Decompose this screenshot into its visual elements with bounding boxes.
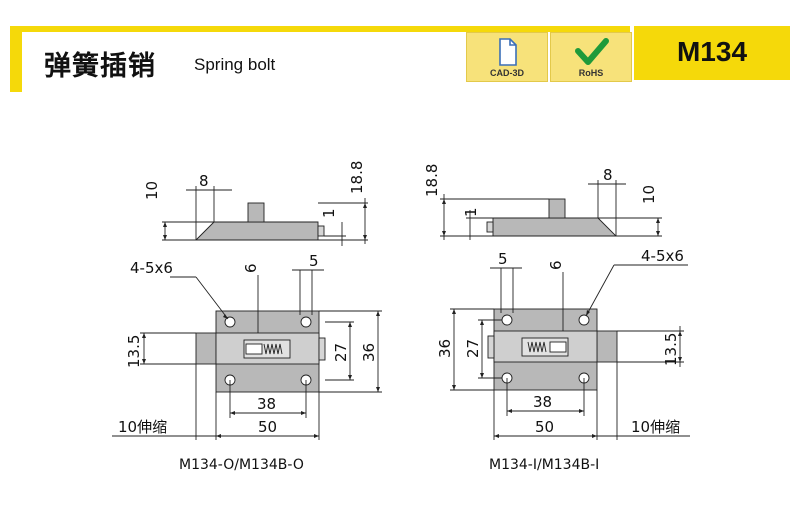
cad-3d-badge[interactable]: CAD-3D — [466, 32, 548, 82]
model-number: M134 — [676, 36, 748, 67]
right-dim-stroke: 10伸缩 — [631, 418, 680, 436]
left-dim-hole-offset: 6 — [242, 263, 260, 273]
left-dim-side-plate: 1 — [320, 208, 338, 218]
product-title: 弹簧插销 — [44, 51, 156, 82]
header-accent-bar — [10, 26, 22, 92]
right-dim-hole-offset: 6 — [547, 260, 565, 270]
right-side-view — [440, 180, 662, 240]
left-dim-bolt-height: 13.5 — [125, 335, 143, 368]
right-dim-side-total: 18.8 — [423, 164, 441, 197]
right-dim-side-height: 10 — [640, 185, 658, 204]
left-dim-outer-height: 36 — [360, 343, 378, 362]
right-dim-inner-height: 27 — [464, 339, 482, 358]
left-dim-width: 50 — [258, 418, 277, 436]
left-dim-stroke: 10伸缩 — [118, 418, 167, 436]
right-top-view — [450, 264, 690, 440]
right-dim-side-pin: 8 — [603, 166, 613, 184]
right-dim-holes: 4-5x6 — [641, 247, 684, 265]
left-dim-hole-spacing: 38 — [257, 395, 276, 413]
left-dim-hole-dia: 5 — [309, 252, 319, 270]
right-caption: M134-I/M134B-I — [489, 457, 599, 473]
rohs-badge[interactable]: RoHS — [550, 32, 632, 82]
left-top-view — [112, 269, 382, 440]
left-dim-holes: 4-5x6 — [130, 259, 173, 277]
left-side-view — [162, 186, 368, 246]
document-icon — [499, 38, 517, 66]
right-dim-bolt-height: 13.5 — [662, 333, 680, 366]
left-dim-side-total: 18.8 — [348, 161, 366, 194]
left-dim-side-height: 10 — [143, 181, 161, 200]
left-dim-side-pin: 8 — [199, 172, 209, 190]
rohs-label: RoHS — [578, 68, 604, 78]
checkmark-icon — [575, 38, 609, 65]
left-caption: M134-O/M134B-O — [179, 457, 304, 473]
right-dim-outer-height: 36 — [436, 339, 454, 358]
header-top-line — [10, 26, 630, 32]
model-box: M134 — [634, 26, 790, 80]
product-subtitle: Spring bolt — [194, 55, 276, 74]
right-dim-width: 50 — [535, 418, 554, 436]
cad-3d-label: CAD-3D — [489, 68, 524, 78]
header: 弹簧插销 Spring bolt CAD-3D RoHS M134 — [0, 26, 790, 92]
right-dim-hole-spacing: 38 — [533, 393, 552, 411]
right-dim-side-plate: 1 — [462, 207, 480, 217]
left-dim-inner-height: 27 — [332, 343, 350, 362]
right-dim-hole-dia: 5 — [498, 250, 508, 268]
